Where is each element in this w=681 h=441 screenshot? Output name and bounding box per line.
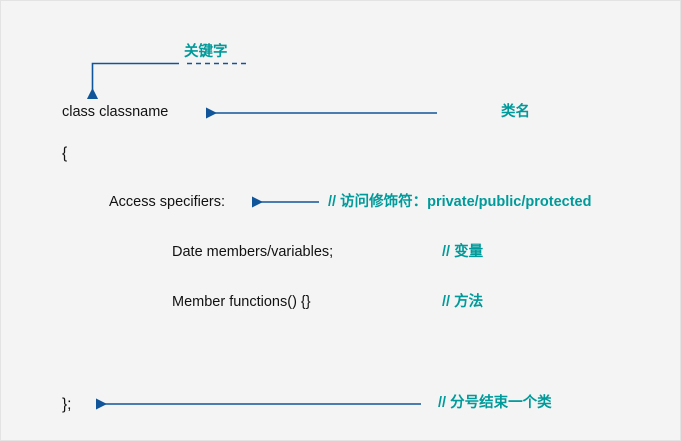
keyword-connector-elbow xyxy=(86,62,179,100)
code-line-close-brace: }; xyxy=(62,396,72,413)
annotation-access-specifier-comment: // 访问修饰符：private/public/protected xyxy=(328,194,592,210)
code-line-access-specifiers: Access specifiers: xyxy=(109,194,226,210)
code-line-member-functions: Member functions() {} xyxy=(172,294,311,310)
keyword-connector xyxy=(86,62,246,100)
code-line-open-brace: { xyxy=(62,145,68,162)
annotation-class-name: 类名 xyxy=(501,104,530,120)
code-line-class-declaration: class classname xyxy=(62,104,169,120)
annotation-member-function-comment: // 方法 xyxy=(442,294,484,310)
annotation-data-member-comment: // 变量 xyxy=(442,244,484,260)
annotation-keyword: 关键字 xyxy=(184,44,228,60)
code-line-data-members: Date members/variables; xyxy=(172,244,334,260)
annotation-close-brace-comment: // 分号结束一个类 xyxy=(438,395,552,411)
